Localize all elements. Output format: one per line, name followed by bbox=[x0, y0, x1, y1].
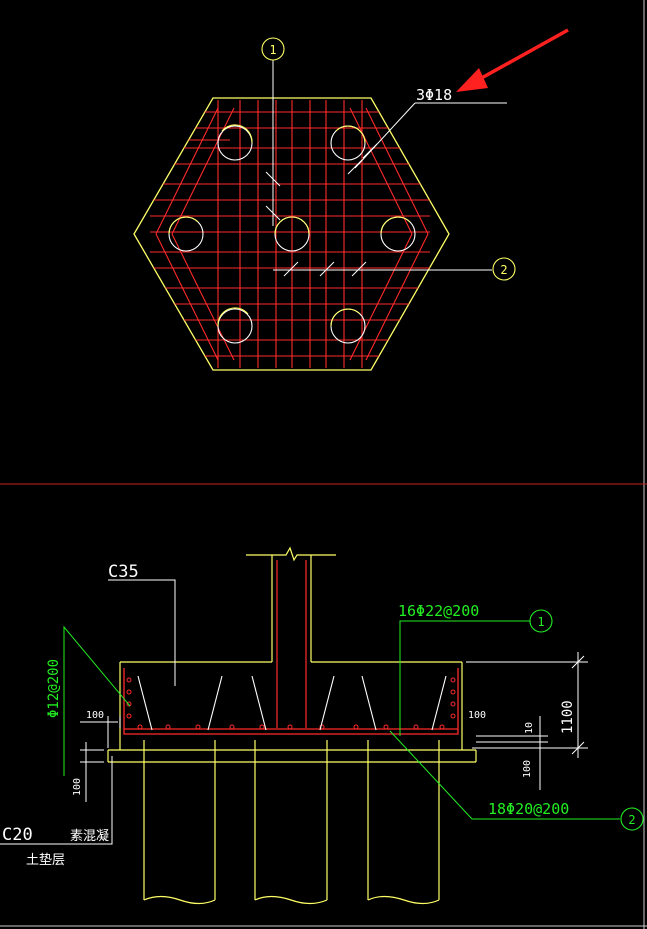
pile-anchor-bars bbox=[137, 675, 447, 731]
top-rebar-label: 16Φ22@200 bbox=[398, 602, 479, 620]
column-rebar bbox=[276, 560, 307, 728]
dim-100-right-bottom-label: 100 bbox=[522, 760, 533, 778]
callout-arrow-icon bbox=[456, 28, 569, 92]
top-rebar-leader bbox=[399, 620, 530, 736]
concrete-grade-label: C35 bbox=[108, 562, 139, 582]
dim-100-left-top-label: 100 bbox=[86, 710, 104, 721]
column-outline bbox=[246, 546, 336, 662]
bottom-rebar-label: 18Φ20@200 bbox=[488, 800, 569, 818]
plan-view: 1 2 3Φ18 bbox=[133, 28, 569, 371]
pile-circle bbox=[217, 308, 253, 344]
concrete-grade-leader bbox=[108, 579, 176, 686]
plan-rebar-label: 3Φ18 bbox=[416, 86, 452, 104]
plan-bubble-1: 1 bbox=[261, 37, 285, 61]
side-rebar-leader bbox=[63, 625, 131, 776]
section-view: C35 16Φ22@200 1 18Φ20@200 2 Φ12@200 bbox=[0, 546, 644, 905]
plan-leaders bbox=[265, 60, 507, 277]
plan-bubble-2: 2 bbox=[492, 257, 516, 281]
right-dimension-lines bbox=[466, 652, 588, 790]
rebar-mesh bbox=[150, 100, 430, 368]
plan-bubble-1-label: 1 bbox=[269, 43, 276, 57]
dim-10-right-label: 10 bbox=[524, 722, 535, 734]
cap-rebar-dots bbox=[126, 677, 456, 730]
cushion-material-label: 素混凝 bbox=[70, 828, 109, 844]
cushion-layer-label: 土垫层 bbox=[26, 852, 65, 868]
bottom-rebar-leader bbox=[389, 730, 620, 820]
section-bubble-2-label: 2 bbox=[628, 813, 635, 827]
section-bubble-2: 2 bbox=[620, 807, 644, 831]
cap-rebar bbox=[123, 668, 459, 735]
plan-bubble-2-label: 2 bbox=[500, 263, 507, 277]
dim-100-left-bottom-label: 100 bbox=[72, 778, 83, 796]
pile-circle bbox=[217, 125, 253, 161]
cushion-grade-label: C20 bbox=[2, 825, 33, 845]
section-bubble-1: 1 bbox=[529, 609, 553, 633]
section-bubble-1-label: 1 bbox=[537, 615, 544, 629]
hexagonal-cap-outline bbox=[133, 97, 450, 371]
piles bbox=[143, 740, 440, 905]
height-dimension-label: 1100 bbox=[560, 700, 576, 734]
pile-circle-arcs bbox=[168, 124, 411, 327]
pile-cap-outline bbox=[107, 661, 477, 763]
dim-100-right-top-label: 100 bbox=[468, 710, 486, 721]
left-dimension-lines bbox=[80, 716, 121, 802]
cushion-leader bbox=[0, 756, 113, 845]
side-rebar-label: Φ12@200 bbox=[46, 659, 62, 718]
